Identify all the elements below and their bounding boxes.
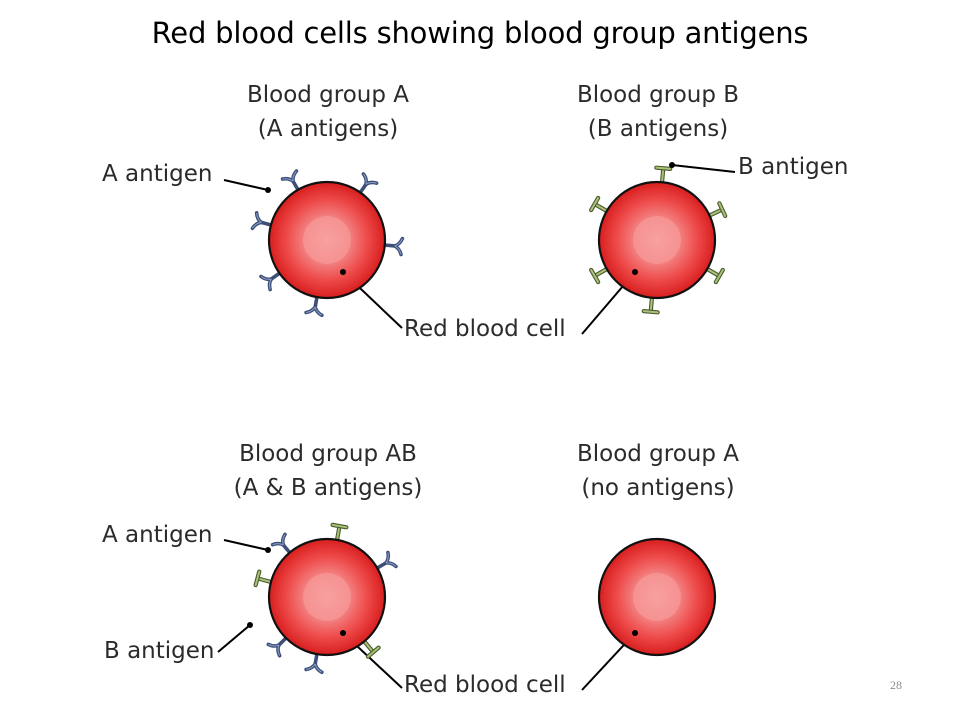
b-antigen-label-top: B antigen <box>738 154 849 180</box>
pointer-dot <box>247 622 253 628</box>
group-o-heading: Blood group A (no antigens) <box>538 437 778 505</box>
a-antigen-label-bottom: A antigen <box>102 522 213 548</box>
group-o-subtitle: (no antigens) <box>581 475 735 501</box>
group-b-heading: Blood group B (B antigens) <box>538 78 778 146</box>
group-ab-subtitle: (A & B antigens) <box>233 475 423 501</box>
group-ab-heading: Blood group AB (A & B antigens) <box>208 437 448 505</box>
cells <box>267 180 717 657</box>
pointer-dot <box>340 269 346 275</box>
a-antigen-pointer-top <box>223 179 269 191</box>
pointer-dot <box>265 187 271 193</box>
group-ab-title: Blood group AB <box>239 441 417 467</box>
b-antigen-pointer-top <box>671 164 736 173</box>
pointer-dot <box>265 547 271 553</box>
a-antigen-label-top: A antigen <box>102 161 213 187</box>
group-b-title: Blood group B <box>576 82 740 108</box>
pointer-dot <box>632 630 638 636</box>
cell-center <box>633 216 681 264</box>
pointer-dot <box>632 269 638 275</box>
cell-center <box>303 216 351 264</box>
group-a-title: Blood group A <box>246 82 410 108</box>
b-antigen-pointer-bottom <box>217 624 251 653</box>
pointer-dot <box>669 162 675 168</box>
page-title: Red blood cells showing blood group anti… <box>151 16 809 50</box>
b-antigen-label-bottom: B antigen <box>104 638 215 664</box>
red-blood-cell-label-bottom: Red blood cell <box>404 672 566 698</box>
pointer-dots <box>247 162 675 636</box>
group-b-subtitle: (B antigens) <box>587 116 729 142</box>
red-blood-cell-label-top: Red blood cell <box>404 316 566 342</box>
group-a-heading: Blood group A (A antigens) <box>208 78 448 146</box>
cell-center <box>633 573 681 621</box>
group-a-subtitle: (A antigens) <box>257 116 399 142</box>
a-antigen-pointer-bottom <box>223 539 269 551</box>
cell-center <box>303 573 351 621</box>
group-o-title: Blood group A <box>576 441 740 467</box>
pointer-dot <box>340 630 346 636</box>
page-number: 28 <box>890 678 902 692</box>
